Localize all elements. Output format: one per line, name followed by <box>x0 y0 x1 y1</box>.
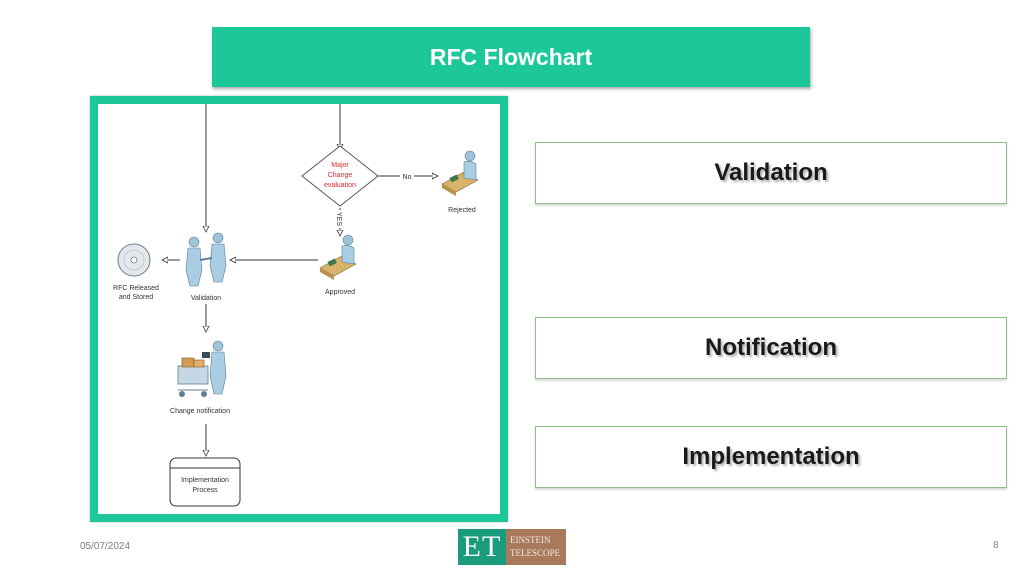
validation-label: Validation <box>191 295 221 302</box>
connector-lines <box>162 104 438 456</box>
logo-name: EINSTEIN TELESCOPE <box>506 529 566 565</box>
mail-cart-person-icon <box>177 340 227 397</box>
decision-line-2: Change <box>328 172 353 179</box>
flowchart-frame: Major Change evaluation No YES Rejected <box>90 96 508 522</box>
disc-icon <box>117 243 151 277</box>
decision-line-3: evaluation <box>324 182 356 189</box>
logo-line-2: TELESCOPE <box>510 548 561 558</box>
rfc-released-line-2: and Stored <box>119 294 153 301</box>
validation-step-label: Validation <box>714 159 828 186</box>
yes-label-bg <box>335 210 345 228</box>
handshake-people-icon <box>185 232 227 287</box>
no-label: No <box>403 174 412 181</box>
no-label-bg <box>400 171 414 181</box>
implementation-step-box: Implementation <box>535 426 1007 488</box>
rejected-label: Rejected <box>448 207 476 214</box>
implementation-line-2: Process <box>192 487 218 494</box>
page-number: 8 <box>993 540 999 551</box>
approved-label: Approved <box>325 289 355 296</box>
implementation-process-box <box>169 457 241 507</box>
logo-initials: ET <box>458 529 506 565</box>
notification-step-box: Notification <box>535 317 1007 379</box>
notification-step-label: Notification <box>705 334 837 361</box>
approved-person-icon <box>319 234 357 280</box>
rejected-person-icon <box>441 150 479 196</box>
slide-title: RFC Flowchart <box>429 43 593 70</box>
title-bar: RFC Flowchart <box>212 27 810 87</box>
flowchart-canvas: Major Change evaluation No YES Rejected <box>98 104 500 514</box>
flowchart-diagram: Major Change evaluation No YES Rejected <box>113 104 479 507</box>
rfc-released-line-1: RFC Released <box>113 285 159 292</box>
change-notification-label: Change notification <box>170 408 230 415</box>
einstein-telescope-logo: ET EINSTEIN TELESCOPE <box>458 529 566 565</box>
footer-date: 05/07/2024 <box>80 541 131 552</box>
logo-line-1: EINSTEIN <box>510 535 551 545</box>
decision-diamond <box>301 145 379 207</box>
implementation-step-label: Implementation <box>682 443 860 470</box>
implementation-line-1: Implementation <box>181 477 229 484</box>
yes-label: YES <box>335 212 342 226</box>
decision-line-1: Major <box>331 162 349 169</box>
validation-step-box: Validation <box>535 142 1007 204</box>
